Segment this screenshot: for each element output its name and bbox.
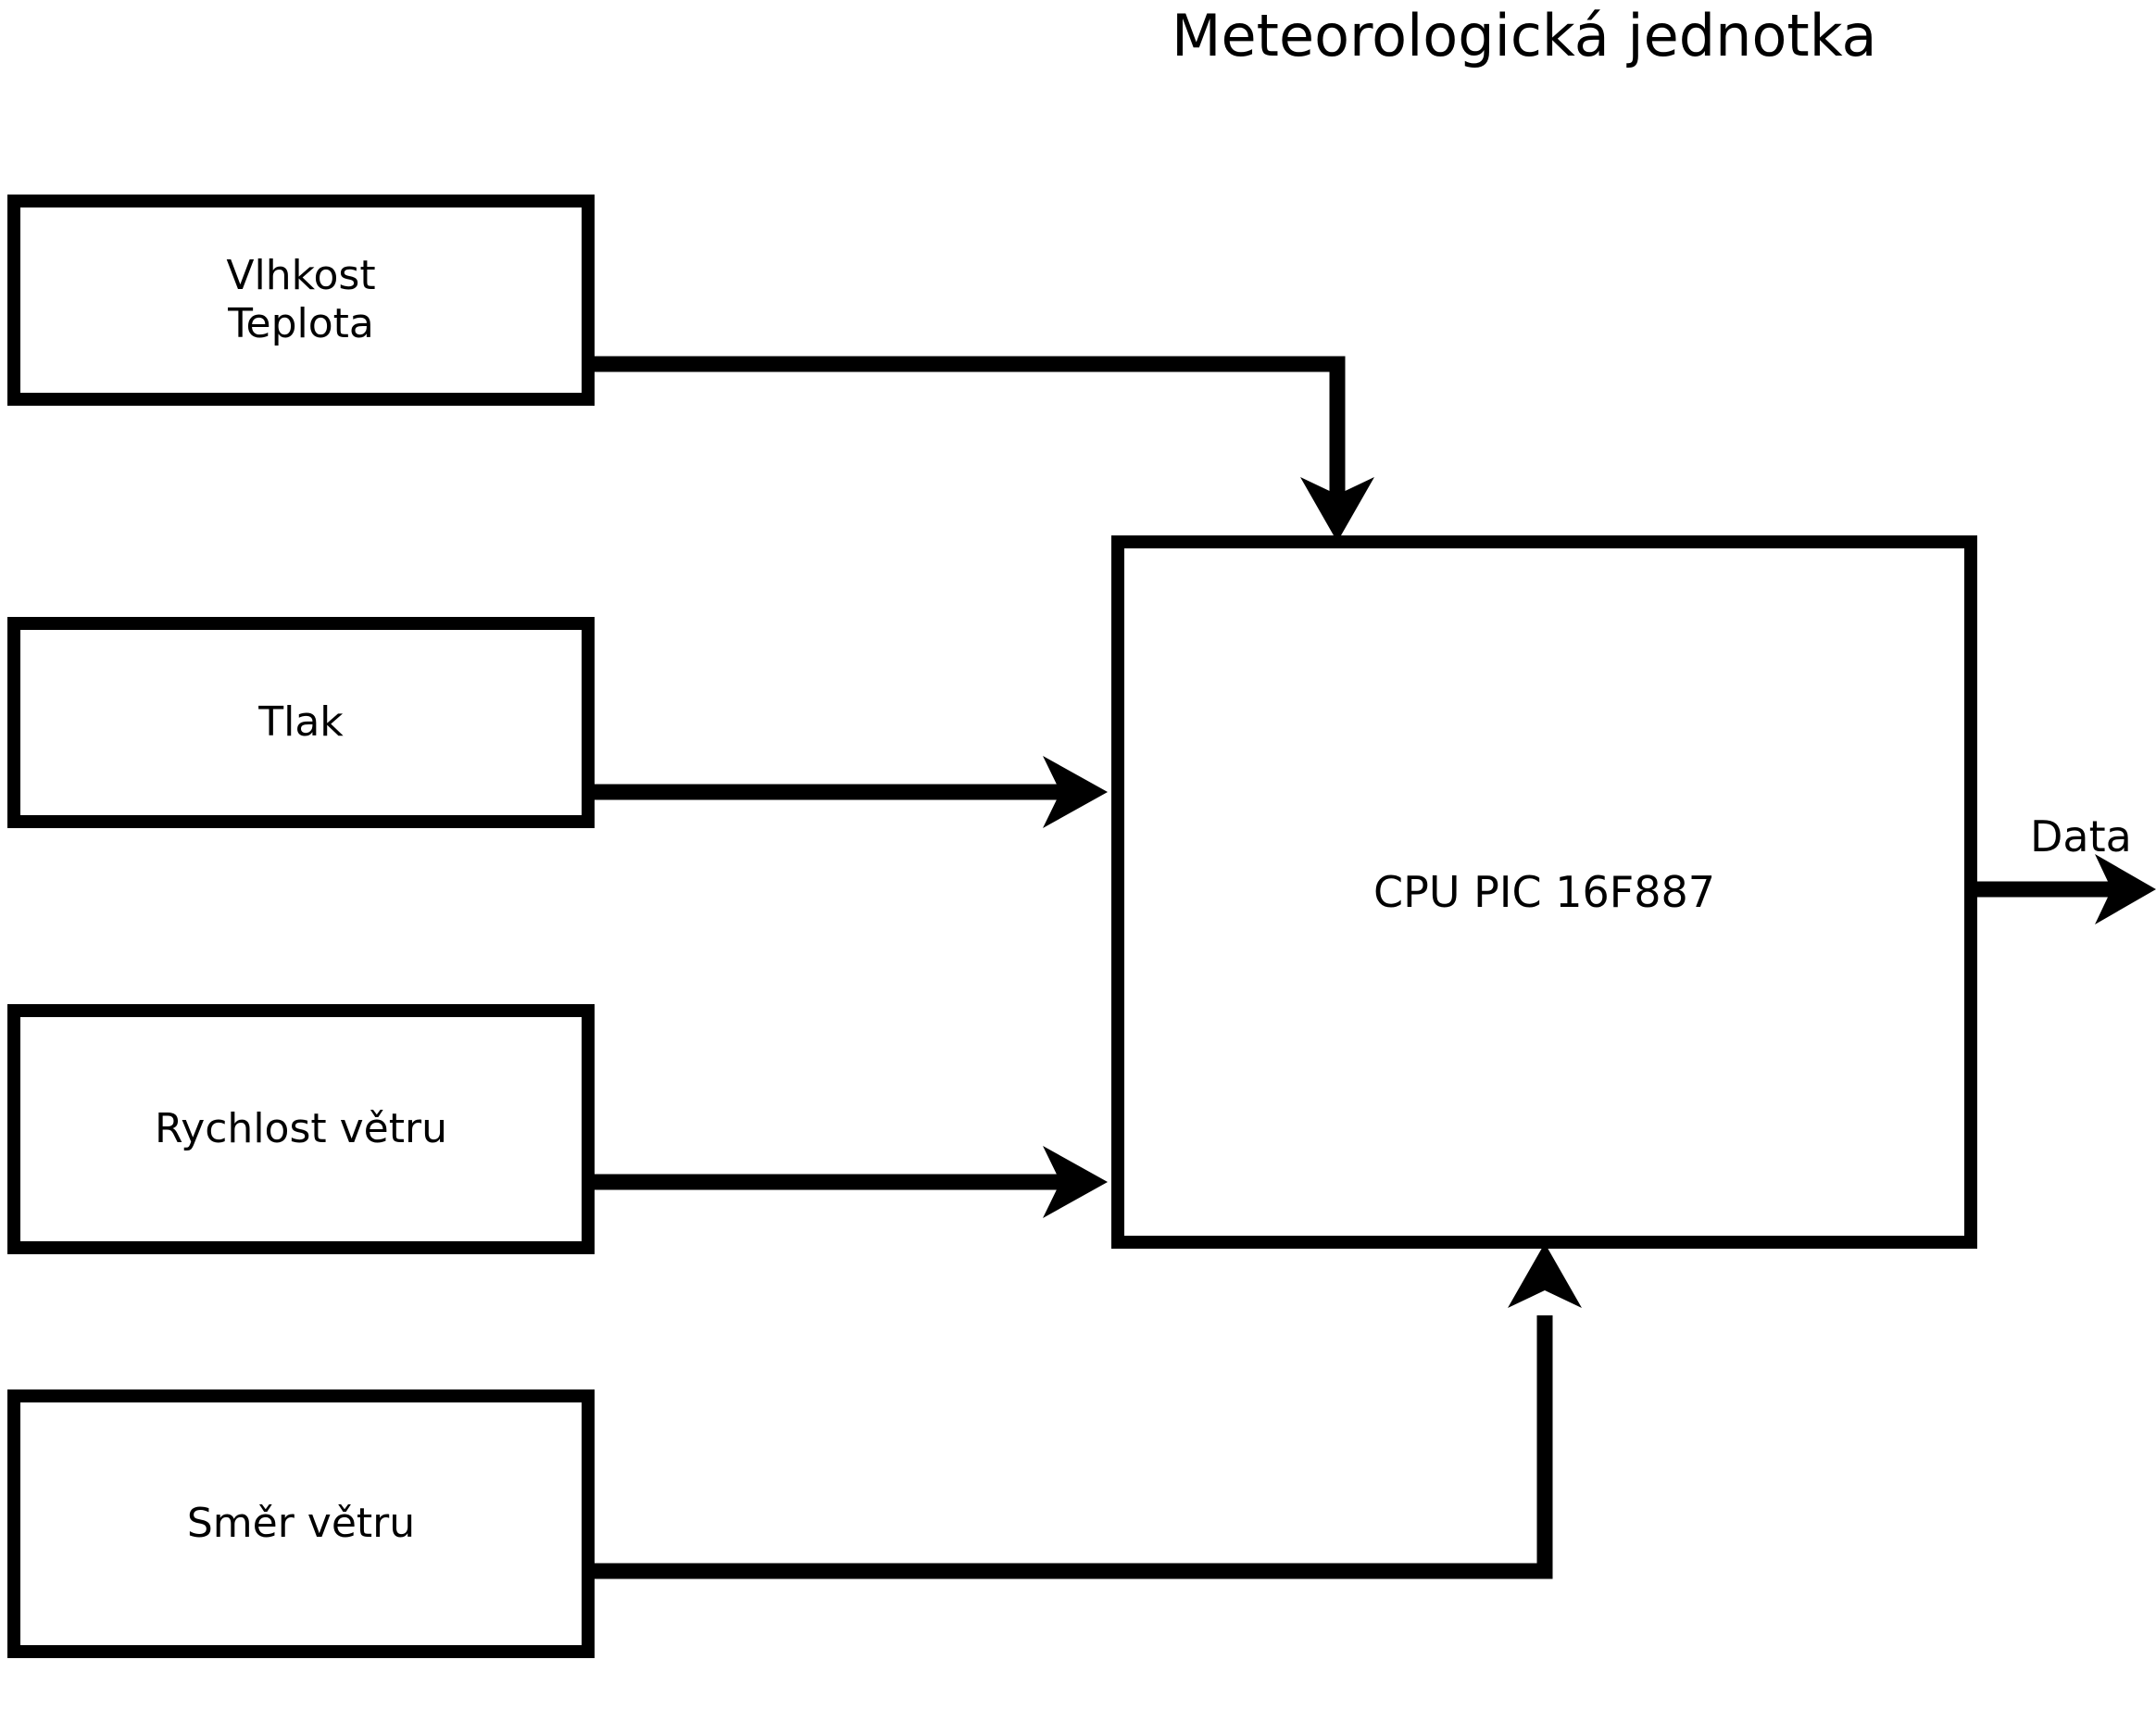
node-label: Tlak xyxy=(258,698,344,747)
node-label: Směr větru xyxy=(186,1500,416,1548)
node-wind-direction[interactable]: Směr větru xyxy=(7,1389,595,1658)
node-humidity-temperature[interactable]: Vlhkost Teplota xyxy=(7,195,595,406)
node-label: CPU PIC 16F887 xyxy=(1373,866,1715,917)
node-label: Rychlost větru xyxy=(155,1105,447,1153)
connector-cpu-to-data-output xyxy=(1977,854,2156,924)
connector-pressure-to-cpu xyxy=(595,756,1108,828)
connector-wind-speed-to-cpu xyxy=(595,1146,1108,1218)
page-title: Meteorologická jednotka xyxy=(1172,2,1877,69)
connector-humidity-to-cpu xyxy=(595,356,1374,542)
edge-label-data-output: Data xyxy=(2030,811,2132,861)
node-label: Vlhkost Teplota xyxy=(226,252,376,347)
node-pressure[interactable]: Tlak xyxy=(7,617,595,828)
node-wind-speed[interactable]: Rychlost větru xyxy=(7,1004,595,1254)
connector-wind-direction-to-cpu xyxy=(595,1243,1582,1579)
node-cpu[interactable]: CPU PIC 16F887 xyxy=(1111,535,1977,1249)
